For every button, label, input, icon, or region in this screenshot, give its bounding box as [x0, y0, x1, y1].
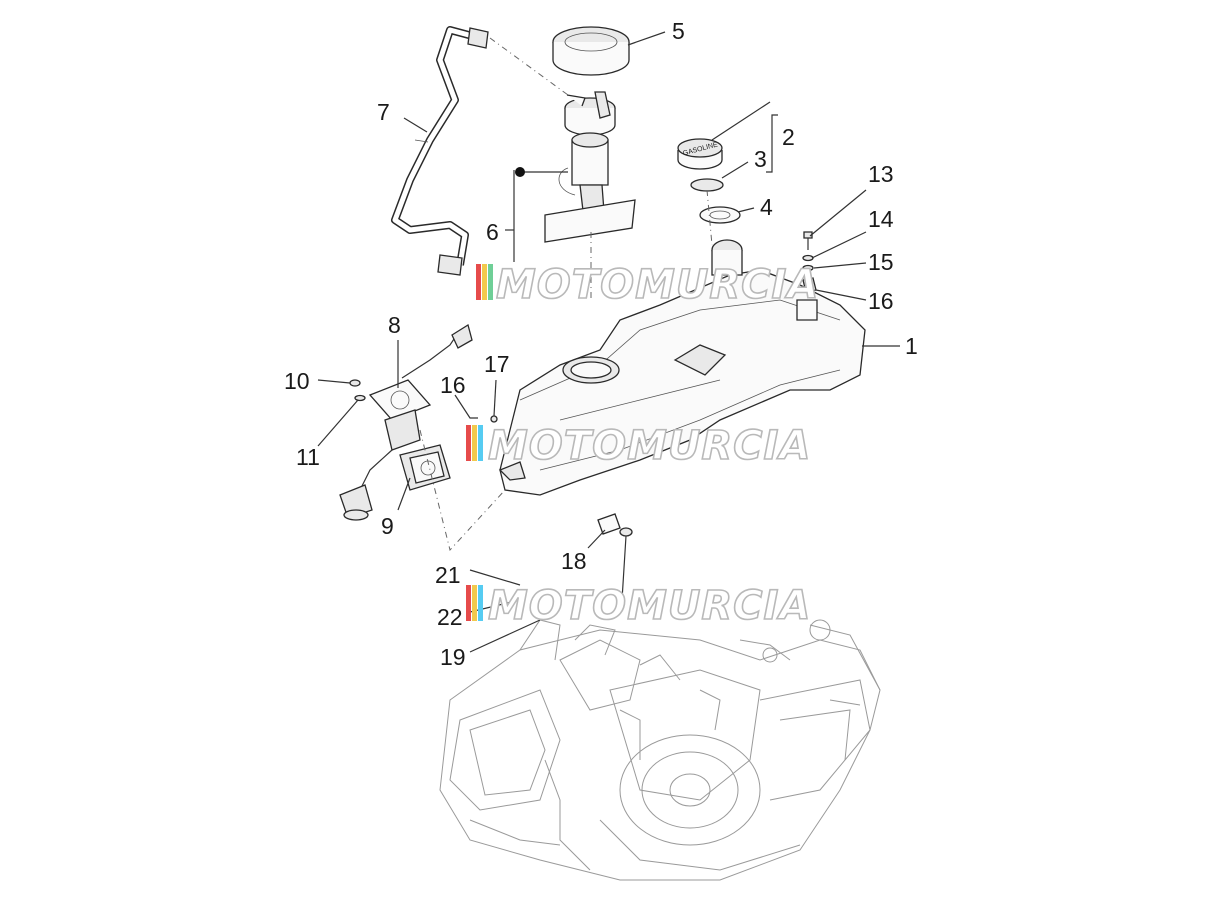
callout-16-right: 16: [868, 288, 894, 314]
watermark-top: MOTOMURCIA: [476, 261, 819, 309]
callout-10: 10: [284, 368, 310, 394]
kit-marker-dot: [515, 167, 525, 177]
callout-15: 15: [868, 249, 894, 275]
callout-1: 1: [905, 333, 918, 359]
callout-4: 4: [760, 194, 773, 220]
engine-drawing: [439, 619, 881, 881]
callout-21: 21: [435, 562, 461, 588]
leader-lines: [317, 31, 900, 653]
fuel-hose: [391, 26, 489, 276]
callout-18: 18: [561, 548, 587, 574]
screw-washer-set: [802, 231, 817, 293]
gasket: [699, 206, 741, 224]
svg-text:MOTOMURCIA: MOTOMURCIA: [488, 423, 811, 469]
callout-3: 3: [754, 146, 767, 172]
svg-text:MOTOMURCIA: MOTOMURCIA: [496, 262, 819, 308]
callout-7: 7: [377, 99, 390, 125]
callout-13: 13: [868, 161, 894, 187]
svg-text:MOTOMURCIA: MOTOMURCIA: [488, 583, 811, 629]
seal-ring: [690, 178, 724, 192]
watermark-bottom: MOTOMURCIA: [466, 582, 811, 630]
watermark-middle: MOTOMURCIA: [466, 422, 811, 470]
callout-16-left: 16: [440, 372, 466, 398]
callout-11: 11: [296, 444, 320, 470]
callout-5: 5: [672, 18, 685, 44]
callout-9: 9: [381, 513, 394, 539]
fuel-level-sensor: [339, 323, 473, 521]
callout-8: 8: [388, 312, 401, 338]
callout-14: 14: [868, 206, 894, 232]
fuel-pump: [544, 91, 636, 243]
callout-22: 22: [437, 604, 463, 630]
ring-nut: [552, 26, 630, 76]
assembly-lines: [419, 37, 713, 552]
callout-2: 2: [782, 124, 795, 150]
callout-17: 17: [484, 351, 510, 377]
callout-19: 19: [440, 644, 466, 670]
tank-fasteners: [490, 415, 633, 601]
fuel-tank: [498, 239, 866, 496]
callout-labels: 5 7 2 3 4 6 13 14 15 16 1 8 10 11 9 16 1…: [284, 18, 918, 670]
callout-6: 6: [486, 219, 499, 245]
filler-cap: GASOLINE: [677, 138, 723, 170]
